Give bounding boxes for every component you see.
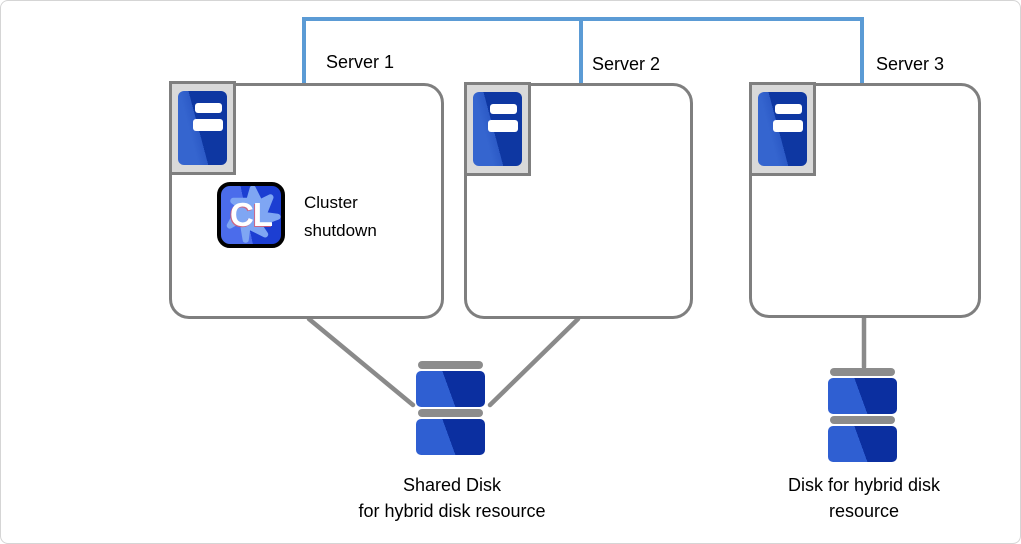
network-link-line-horizontal — [302, 17, 864, 21]
server-drive-slot — [488, 120, 518, 132]
server-tower-body — [178, 91, 227, 165]
server2-box — [464, 83, 693, 319]
disk-cap — [418, 409, 483, 417]
server1-label: Server 1 — [326, 52, 395, 72]
disk-platter — [416, 419, 485, 455]
server-tower-body — [473, 92, 522, 166]
server2-label: Server 2 — [592, 54, 661, 74]
shared-disk-icon — [416, 361, 485, 455]
server-drive-slot — [490, 104, 517, 114]
server-drive-slot — [775, 104, 802, 114]
disk-platter — [828, 426, 897, 462]
connector-server1-shared-disk — [306, 316, 416, 408]
server3-tower-icon — [749, 82, 816, 176]
server-tower-body — [758, 92, 807, 166]
server3-label: Server 3 — [876, 54, 945, 74]
cluster-app-icon: CL — [217, 182, 285, 248]
disk-cap — [418, 361, 483, 369]
shared-disk-caption: Shared Disk for hybrid disk resource — [358, 475, 546, 521]
cluster-splash-shape — [226, 186, 281, 243]
local-disk-caption: Disk for hybrid disk resource — [787, 475, 941, 521]
cluster-shutdown-label: Cluster shutdown — [304, 193, 377, 240]
cluster-app-icon-text: CL — [230, 196, 273, 233]
local-disk-icon — [828, 368, 897, 462]
server-drive-slot — [773, 120, 803, 132]
server1-tower-icon — [169, 81, 236, 175]
network-link-line-server2 — [579, 17, 583, 83]
disk-platter — [416, 371, 485, 407]
disk-platter — [828, 378, 897, 414]
server2-tower-icon — [464, 82, 531, 176]
server-drive-slot — [193, 119, 223, 131]
network-link-line-server3 — [860, 17, 864, 83]
disk-cap — [830, 368, 895, 376]
network-link-line-server1 — [302, 17, 306, 83]
server-drive-slot — [195, 103, 222, 113]
connector-server2-shared-disk — [487, 316, 581, 408]
disk-cap — [830, 416, 895, 424]
